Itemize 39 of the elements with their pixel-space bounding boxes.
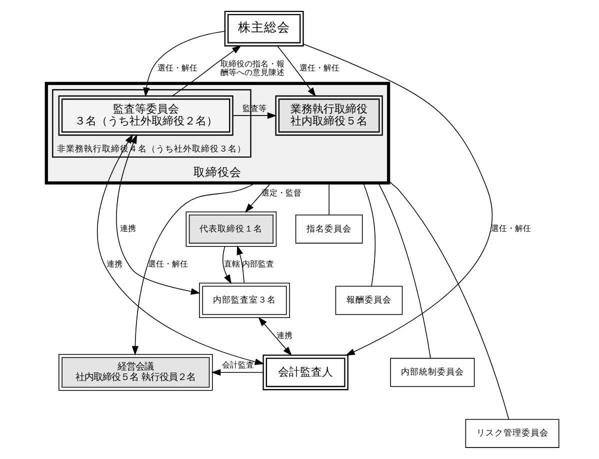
connector — [328, 182, 330, 216]
node-box: 業務執行取締役 社内取締役５名 — [275, 95, 383, 136]
edge-label: 会計監査 — [222, 360, 254, 370]
node-box: 指名委員会 — [295, 214, 363, 244]
node-box: 株主総会 — [224, 10, 304, 46]
edge-label: 選任・解任 — [491, 224, 532, 234]
arrow — [132, 182, 256, 356]
node-box: 内部統制委員会 — [390, 358, 475, 387]
node-box: 代表取締役１名 — [186, 212, 277, 247]
edge-label: 連携 — [276, 330, 292, 340]
arrow — [172, 45, 242, 96]
arrow — [211, 369, 264, 376]
arrow — [97, 134, 264, 365]
node-box: 会計監査人 — [262, 354, 348, 390]
arrow — [244, 182, 272, 213]
connector — [362, 182, 376, 286]
edge-label: 選任・解任 — [158, 64, 198, 73]
arrow — [236, 245, 244, 284]
edge-label: 選任・解任 — [148, 260, 188, 269]
arrow — [222, 246, 232, 284]
edge-label: 連携 — [120, 224, 136, 234]
connector — [378, 182, 431, 359]
arrow — [232, 112, 277, 119]
node-box: 内部監査室３名 — [199, 282, 290, 318]
edge-label: 選任・解任 — [299, 64, 340, 73]
edge-label: 連携 — [106, 260, 123, 269]
arrow — [277, 46, 316, 97]
edge-label: 内部監査 — [242, 260, 274, 269]
edge-label: 取締役の指名・報酬等への意見陳述 — [220, 59, 284, 77]
node-box: 経営会議 社内取締役５名 執行役員２名 — [58, 354, 213, 391]
arrow — [302, 44, 492, 356]
node-box: リスク管理委員会 — [465, 418, 560, 448]
node-box: 報酬委員会 — [335, 286, 403, 315]
arrow — [258, 316, 292, 356]
edge-label: 直轄 — [224, 260, 240, 269]
edge-label: 選定・監督 — [262, 188, 302, 198]
arrow — [143, 30, 226, 97]
node-box: 監査等委員会 ３名（うち社外取締役２名） — [58, 95, 234, 136]
arrow — [116, 134, 200, 295]
